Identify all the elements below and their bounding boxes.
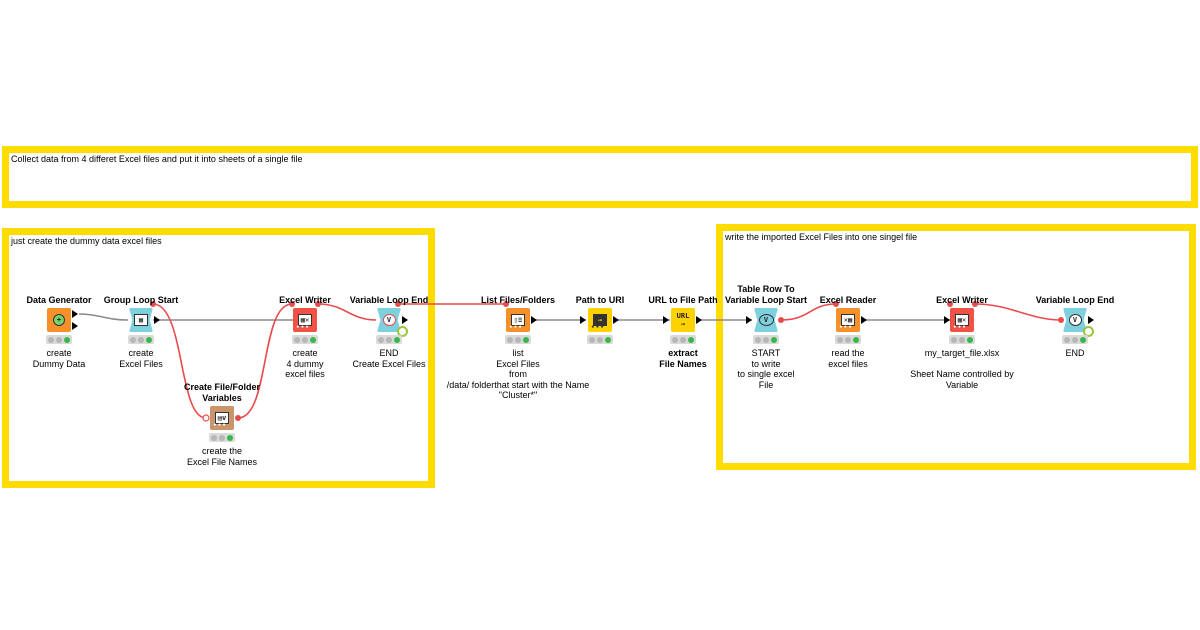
node-title: Excel Writer (936, 295, 988, 305)
node-title: Excel Writer (279, 295, 331, 305)
output-port[interactable] (696, 316, 702, 324)
node-status-indicator (1062, 335, 1088, 344)
node-status-indicator (835, 335, 861, 344)
create-file-folder-variables-icon: ▤v••• (210, 406, 234, 430)
node-status-indicator (587, 335, 613, 344)
flow-variable-port (289, 301, 295, 307)
flow-variable-port (395, 301, 401, 307)
node-label: create Dummy Data (32, 348, 86, 369)
node-label: END Create Excel Files (352, 348, 426, 369)
node-title: Variable Loop End (349, 295, 429, 305)
data-connection (78, 313, 129, 321)
flow-variable-port (150, 301, 156, 307)
flow-variable-connection (974, 303, 1062, 321)
node-label: read the excel files (828, 348, 868, 369)
annotation-text: write the imported Excel Files into one … (725, 232, 918, 242)
node-title: List Files/Folders (480, 295, 556, 305)
loop-arrow-icon (397, 326, 408, 337)
input-port[interactable] (746, 316, 752, 324)
node-label: list Excel Files from /data/ folderthat … (446, 348, 590, 400)
flow-variable-port (972, 301, 978, 307)
data-generator-icon: + (47, 308, 71, 332)
node-label: END (1065, 348, 1085, 358)
output-port[interactable] (154, 316, 160, 324)
flow-variable-connection (780, 303, 837, 321)
node-status-indicator (209, 433, 235, 442)
node-title: Create File/Folder Variables (183, 382, 261, 403)
flow-variable-port (833, 301, 839, 307)
excel-reader-icon: ✕▦••• (836, 308, 860, 332)
input-port[interactable] (580, 316, 586, 324)
flow-variable-connection (317, 303, 377, 321)
node-label: START to write to single excel File (737, 348, 795, 390)
input-port[interactable] (944, 316, 950, 324)
excel-writer-icon: ▦✕••• (293, 308, 317, 332)
flow-variable-connection (152, 303, 207, 419)
loop-start-icon: V (754, 308, 778, 332)
flow-variable-port (235, 415, 241, 421)
output-port[interactable] (402, 316, 408, 324)
path-to-uri-icon: →••• (588, 308, 612, 332)
node-title: Variable Loop End (1035, 295, 1115, 305)
node-status-indicator (753, 335, 779, 344)
node-title: Path to URI (575, 295, 625, 305)
annotation-text: just create the dummy data excel files (11, 236, 162, 246)
node-label: create 4 dummy excel files (285, 348, 325, 379)
output-port[interactable] (531, 316, 537, 324)
node-status-indicator (949, 335, 975, 344)
node-label: create Excel Files (119, 348, 163, 369)
node-title: Data Generator (26, 295, 92, 305)
node-label: create the Excel File Names (186, 446, 258, 467)
list-files-icon: ▯≡••• (506, 308, 530, 332)
flow-variable-port (503, 301, 509, 307)
input-port[interactable] (663, 316, 669, 324)
workflow-annotation-left[interactable]: just create the dummy data excel files (2, 228, 435, 488)
url-to-file-path-icon: URL→ (671, 308, 695, 332)
flow-variable-port (947, 301, 953, 307)
flow-variable-port (315, 301, 321, 307)
node-status-indicator (376, 335, 402, 344)
node-title: Excel Reader (819, 295, 877, 305)
flow-variable-port (1058, 317, 1064, 323)
node-title: Table Row To Variable Loop Start (724, 284, 808, 305)
node-title: URL to File Path (648, 295, 718, 305)
loop-arrow-icon (1083, 326, 1094, 337)
node-status-indicator (670, 335, 696, 344)
output-port[interactable] (1088, 316, 1094, 324)
node-status-indicator (46, 335, 72, 344)
node-status-indicator (505, 335, 531, 344)
node-label: my_target_file.xlsx Sheet Name controlle… (910, 348, 1014, 390)
node-status-indicator (292, 335, 318, 344)
flow-variable-port (778, 317, 784, 323)
loop-start-icon: ▦ (129, 308, 153, 332)
flow-variable-connection (237, 303, 293, 419)
excel-writer-icon: ▦✕••• (950, 308, 974, 332)
output-port[interactable] (72, 322, 78, 330)
node-status-indicator (128, 335, 154, 344)
output-port[interactable] (72, 310, 78, 318)
flow-variable-port (202, 414, 210, 422)
workflow-annotation-right[interactable]: write the imported Excel Files into one … (716, 224, 1196, 470)
output-port[interactable] (613, 316, 619, 324)
workflow-annotation-main[interactable]: Collect data from 4 differet Excel files… (2, 146, 1198, 208)
annotation-text: Collect data from 4 differet Excel files… (11, 154, 303, 164)
node-title: Group Loop Start (103, 295, 179, 305)
node-label: extract File Names (659, 348, 707, 369)
loop-end-icon: V (1063, 308, 1087, 332)
output-port[interactable] (861, 316, 867, 324)
